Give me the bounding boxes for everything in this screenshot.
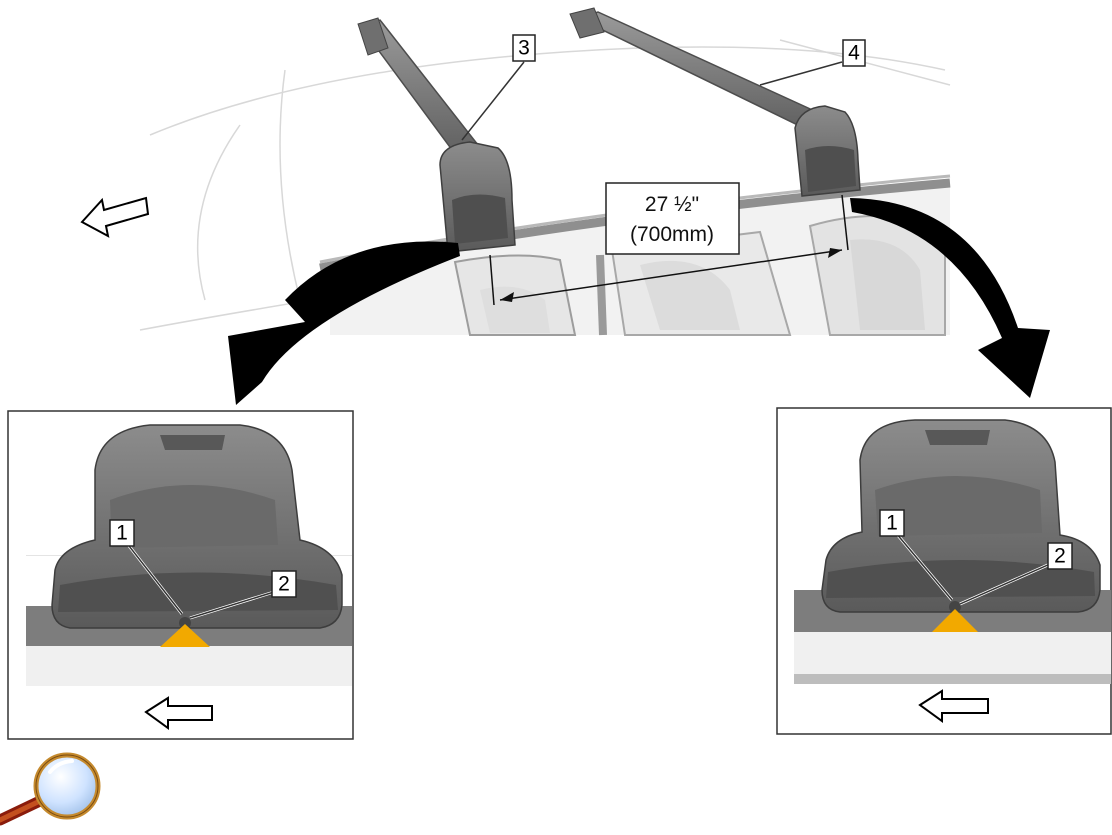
svg-text:1: 1 bbox=[116, 522, 128, 545]
right-detail-panel: 1 2 bbox=[776, 407, 1112, 735]
left-forward-arrow-icon bbox=[144, 696, 213, 730]
svg-text:3: 3 bbox=[518, 37, 530, 60]
detail-pointer-arrow-right bbox=[850, 198, 1050, 398]
right-callout-2: 2 bbox=[1047, 542, 1073, 570]
dimension-imperial: 27 ½" bbox=[645, 193, 699, 216]
right-forward-arrow-icon bbox=[918, 689, 989, 723]
magnifier-icon[interactable] bbox=[0, 752, 101, 826]
svg-text:1: 1 bbox=[886, 512, 898, 535]
car-window-area bbox=[319, 174, 951, 336]
left-alignment-marker bbox=[160, 624, 210, 647]
right-alignment-marker bbox=[932, 609, 978, 632]
roof-bar-front bbox=[357, 17, 516, 253]
svg-text:4: 4 bbox=[848, 42, 860, 65]
dimension-metric: (700mm) bbox=[630, 223, 714, 246]
callout-3: 3 bbox=[461, 34, 536, 141]
left-callout-1: 1 bbox=[109, 519, 135, 547]
right-callout-1: 1 bbox=[879, 509, 905, 537]
roof-bar-rear bbox=[569, 7, 861, 197]
left-detail-panel: 1 2 bbox=[7, 410, 354, 740]
svg-text:2: 2 bbox=[278, 573, 290, 596]
callout-4: 4 bbox=[759, 39, 866, 86]
car-roof-view: 27 ½" (700mm) 3 4 bbox=[80, 7, 951, 336]
left-callout-2: 2 bbox=[271, 570, 297, 598]
forward-direction-arrow-icon bbox=[80, 196, 150, 238]
detail-pointer-arrow-left bbox=[228, 241, 460, 405]
bar-spacing-dimension-label: 27 ½" (700mm) bbox=[605, 182, 740, 255]
svg-text:2: 2 bbox=[1054, 545, 1066, 568]
bar-spacing-dimension-line bbox=[489, 194, 849, 306]
